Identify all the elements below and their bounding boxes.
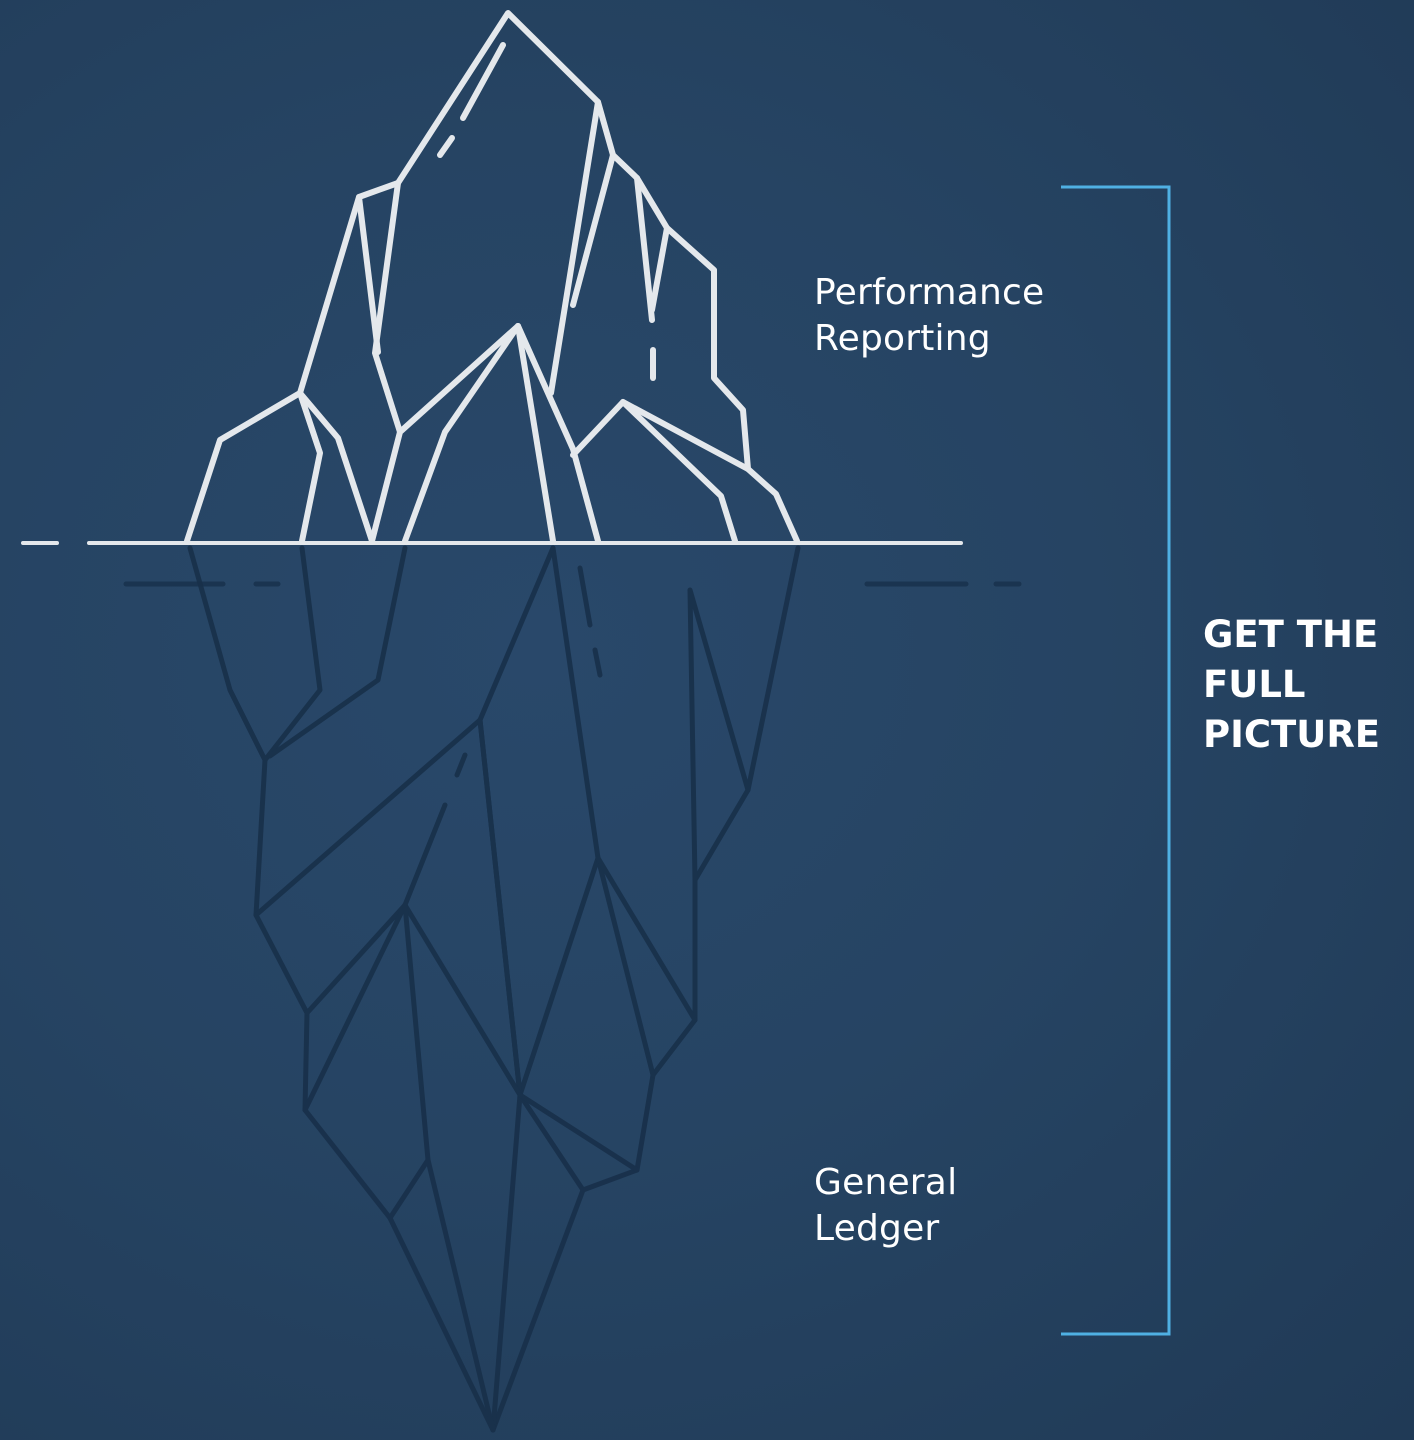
tip-label-line2: Reporting — [814, 318, 991, 359]
bracket-label-line1: GET THE — [1203, 613, 1379, 656]
base-label-line2: Ledger — [814, 1208, 940, 1249]
base-label-line1: General — [814, 1162, 958, 1203]
bracket-label-line2: FULL — [1203, 663, 1306, 706]
iceberg-submerged — [187, 545, 801, 1433]
iceberg-tip — [184, 10, 800, 544]
tip-label-line1: Performance — [814, 272, 1045, 313]
general-ledger-label: General Ledger — [814, 1160, 957, 1252]
bracket-label-line3: PICTURE — [1203, 713, 1381, 756]
performance-reporting-label: Performance Reporting — [814, 270, 1044, 362]
get-the-full-picture-label: GET THE FULL PICTURE — [1203, 610, 1380, 760]
bracket — [1061, 185, 1171, 1336]
